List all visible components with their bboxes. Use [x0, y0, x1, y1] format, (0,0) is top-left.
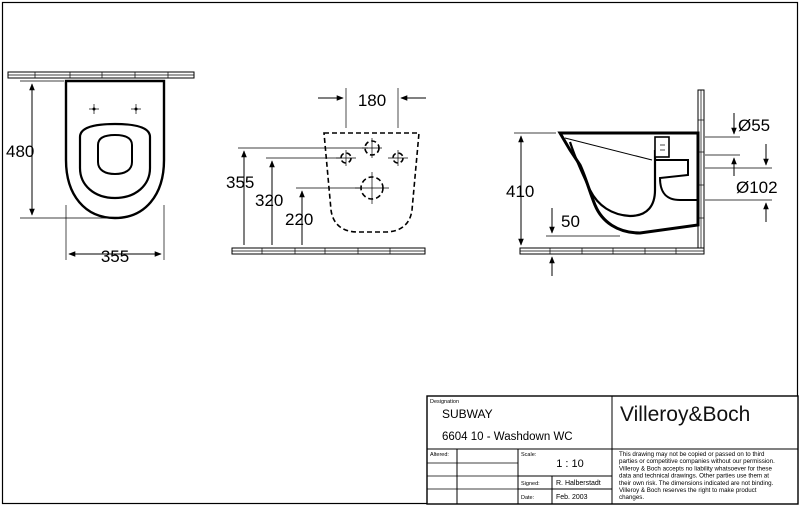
dim-front-width: 355 — [65, 205, 165, 266]
side-bowl-inner — [568, 141, 657, 218]
date-value: Feb. 2003 — [556, 494, 588, 501]
product-name: SUBWAY — [442, 407, 493, 421]
dim-side-50: 50 — [546, 208, 620, 276]
dim-front-height: 480 — [6, 80, 112, 219]
dim-label-220: 220 — [285, 210, 313, 229]
scale-label: Scale: — [521, 452, 537, 458]
fixing-dashed-outline — [323, 132, 420, 233]
dim-dia-102: Ø102 — [705, 144, 778, 222]
dim-side-height: 410 — [506, 132, 556, 246]
dim-label-410: 410 — [506, 182, 534, 201]
disclaimer-line: parties or competitive companies without… — [619, 458, 775, 465]
dim-dia-55: Ø55 — [705, 113, 770, 176]
disclaimer-line: Villeroy & Boch accepts no liability wha… — [619, 465, 772, 472]
front-bowl-outline — [64, 79, 166, 220]
altered-label: Altered: — [430, 452, 449, 458]
title-block: Designation SUBWAY 6604 10 - Washdown WC… — [426, 395, 799, 505]
dim-label-355-width: 355 — [101, 247, 129, 266]
fixing-floor-strip — [231, 247, 426, 255]
fixing-holes — [336, 138, 408, 204]
dim-label-480: 480 — [6, 142, 34, 161]
dim-label-dia-102: Ø102 — [736, 178, 778, 197]
dim-height-355: 355 — [226, 147, 368, 245]
brand-logo: Villeroy&Boch — [620, 403, 750, 426]
disclaimer: This drawing may not be copied or passed… — [619, 451, 775, 501]
dim-label-50: 50 — [561, 212, 580, 231]
dim-height-320: 320 — [255, 157, 342, 245]
dim-label-320: 320 — [255, 191, 283, 210]
signed-label: Signed: — [521, 481, 540, 487]
disclaimer-line: data and technical drawings. Other parti… — [619, 473, 769, 480]
front-view: 480 355 — [6, 71, 195, 266]
front-bowl-opening — [97, 133, 133, 176]
front-fixing-marks — [89, 104, 141, 114]
disclaimer-line: changes. — [619, 494, 644, 501]
dim-bolt-spacing: 180 — [318, 88, 426, 128]
designation-label: Designation — [430, 399, 459, 405]
side-flush-line — [564, 137, 653, 161]
side-inlet — [654, 136, 670, 158]
dim-label-355-height: 355 — [226, 173, 254, 192]
fixing-view: 180 355 320 220 — [226, 88, 426, 255]
front-wall-strip — [7, 71, 195, 79]
dim-height-220: 220 — [285, 187, 360, 245]
side-bowl-profile — [557, 131, 700, 235]
signed-value: R. Halberstadt — [556, 480, 601, 487]
scale-value: 1 : 10 — [556, 458, 584, 470]
side-trap — [655, 159, 698, 201]
side-floor-strip — [519, 247, 705, 255]
date-label: Date: — [521, 495, 535, 501]
disclaimer-line: This drawing may not be copied or passed… — [619, 451, 765, 458]
dim-label-dia-55: Ø55 — [738, 116, 770, 135]
product-code: 6604 10 - Washdown WC — [442, 431, 573, 443]
dim-label-180: 180 — [358, 91, 386, 110]
disclaimer-line: their own risk. The dimensions indicated… — [619, 480, 774, 487]
front-rim — [78, 122, 152, 200]
disclaimer-line: Villeroy & Boch reserves the right to ma… — [619, 487, 757, 494]
side-view: 410 50 Ø55 Ø102 — [506, 89, 778, 276]
